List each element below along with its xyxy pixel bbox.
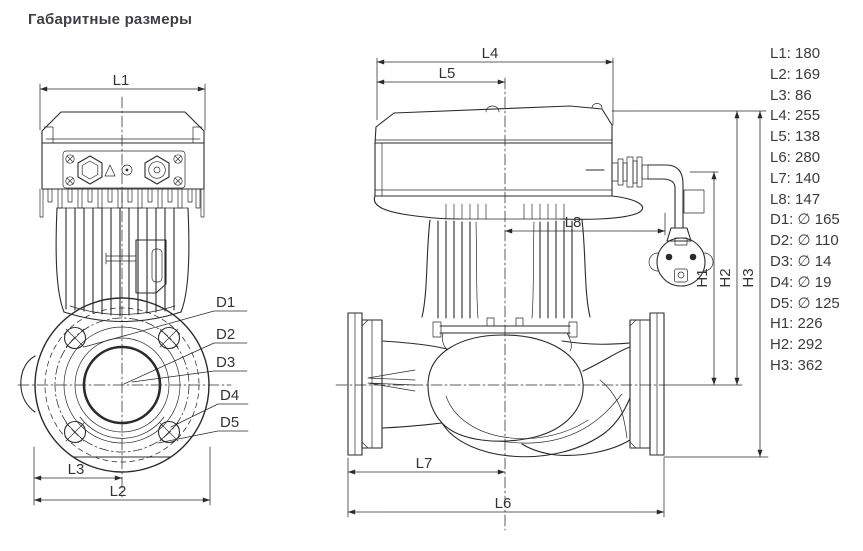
heatsink-pins	[47, 188, 201, 209]
diameter-callouts: D1 D2 D3 D4 D5	[83, 294, 249, 444]
dim-label-l1: L1	[113, 72, 130, 89]
lid-side	[374, 105, 613, 144]
dim-h3: H3	[740, 110, 763, 458]
dimension-item-l4: L4: 255	[770, 107, 821, 125]
dim-l3: L3	[33, 446, 123, 506]
dim-h1: H1	[694, 171, 717, 386]
dimension-item-d5: D5: ∅ 125	[770, 294, 840, 312]
power-cable	[647, 164, 705, 242]
suction-flange	[347, 312, 383, 456]
warning-triangle-icon	[104, 164, 116, 177]
dimension-item-h2: H2: 292	[770, 336, 823, 354]
dim-label-h1: H1	[694, 268, 711, 287]
screw-icons	[65, 154, 183, 186]
page-title: Габаритные размеры	[28, 11, 193, 28]
dim-label-d3: D3	[216, 354, 235, 371]
dim-l7: L7	[347, 455, 506, 518]
dim-label-l5: L5	[439, 65, 456, 82]
terminal-box-front	[41, 142, 205, 190]
dimension-item-h1: H1: 226	[770, 315, 823, 333]
dim-label-d4: D4	[220, 387, 239, 404]
connector-bracket	[105, 239, 167, 294]
dim-label-l4: L4	[482, 45, 499, 62]
dimension-item-l3: L3: 86	[770, 86, 812, 104]
motor-adapter	[373, 195, 461, 220]
motor-fins-side	[421, 219, 591, 338]
discharge-flange	[629, 312, 665, 456]
side-view: L4 L5 L8 L7 L6	[335, 45, 769, 531]
dimension-item-l7: L7: 140	[770, 169, 821, 187]
ground-symbol-icon	[121, 164, 133, 176]
dim-label-l2: L2	[110, 483, 127, 500]
dim-l1: L1	[39, 72, 206, 131]
front-view: D1 D2 D3 D4 D5 L1 L3 L2	[17, 72, 249, 506]
dimension-item-d2: D2: ∅ 110	[770, 232, 839, 250]
dim-label-l7: L7	[416, 455, 433, 472]
dim-l6: L6	[347, 457, 665, 518]
dim-l8: L8	[504, 212, 666, 236]
dim-label-h2: H2	[717, 268, 734, 287]
dim-label-d5: D5	[220, 414, 239, 431]
dim-l4: L4	[376, 45, 614, 126]
dim-h2: H2	[717, 110, 740, 386]
dimension-item-l2: L2: 169	[770, 65, 821, 83]
pump-volute	[367, 332, 631, 458]
bolt-holes	[63, 326, 181, 444]
dim-label-l8: L8	[565, 214, 582, 231]
dimension-item-l8: L8: 147	[770, 190, 821, 208]
pump-flange-front	[20, 297, 210, 473]
cable-gland-left	[77, 155, 103, 185]
dimension-item-d3: D3: ∅ 14	[770, 252, 832, 270]
dim-l5: L5	[376, 65, 506, 85]
dim-label-l3: L3	[68, 461, 85, 478]
lid-front	[41, 111, 205, 144]
dimension-item-d1: D1: ∅ 165	[770, 211, 840, 229]
motor-fins-front	[55, 207, 190, 323]
cable-gland-right	[144, 155, 170, 185]
cable-gland-side	[611, 156, 649, 188]
terminal-box-side	[374, 142, 613, 197]
dimension-item-l1: L1: 180	[770, 45, 821, 62]
dimensions-list: L1: 180 L2: 169 L3: 86 L4: 255 L5: 138 L…	[770, 44, 840, 377]
dim-label-d1: D1	[216, 294, 235, 311]
dimension-item-h3: H3: 362	[770, 356, 823, 374]
dimension-item-l6: L6: 280	[770, 148, 821, 166]
dim-label-h3: H3	[740, 268, 757, 287]
dim-label-d2: D2	[216, 326, 235, 343]
dimension-item-d4: D4: ∅ 19	[770, 273, 832, 291]
dimension-item-l5: L5: 138	[770, 128, 821, 146]
dim-l2: L2	[33, 446, 211, 506]
dim-label-l6: L6	[495, 495, 512, 512]
